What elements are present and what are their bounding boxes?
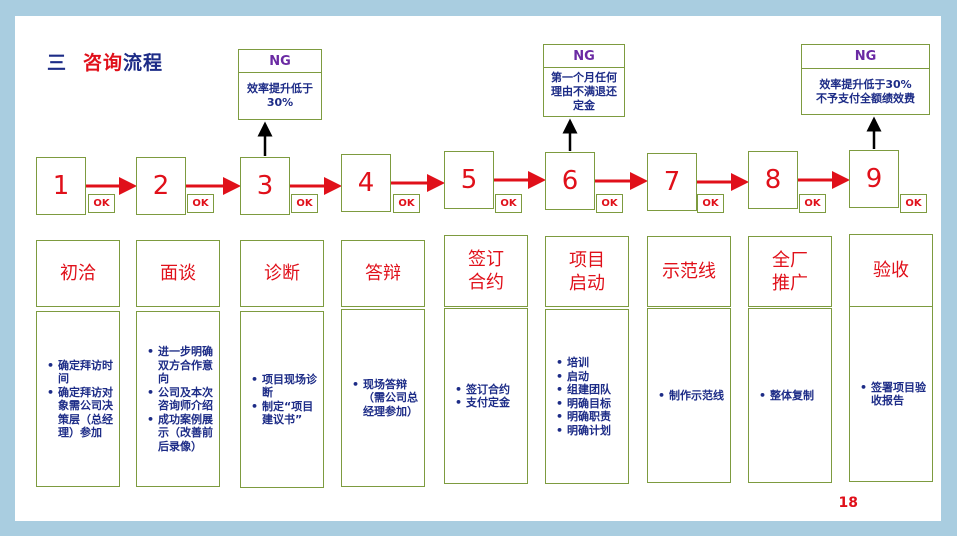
step-item: 项目现场诊断 <box>251 373 319 400</box>
step-name: 签订 合约 <box>468 249 504 293</box>
step-name-box: 答辩 <box>341 240 425 307</box>
ng-label-box: NG <box>801 44 930 69</box>
ng-condition-text: 效率提升低于30% <box>247 82 313 109</box>
ok-badge: OK <box>900 194 927 213</box>
page-number: 18 <box>838 495 858 511</box>
step-number: 6 <box>561 166 579 196</box>
step-name: 诊断 <box>264 263 300 284</box>
step-number: 7 <box>663 167 681 197</box>
step-item: 签订合约 <box>455 383 510 397</box>
ok-badge: OK <box>88 194 115 213</box>
step-number-box: 3 <box>240 157 290 215</box>
step-name-box: 示范线 <box>647 236 731 307</box>
step-item: 培训 <box>556 356 611 370</box>
step-item-list: 整体复制 <box>749 389 818 403</box>
ng-condition-box: 效率提升低于30% 不予支付全额绩效费 <box>801 68 930 115</box>
step-name-box: 诊断 <box>240 240 324 307</box>
ok-badge: OK <box>393 194 420 213</box>
step-item-list: 进一步明确双方合作意向公司及本次咨询师介绍成功案例展示（改善前后录像） <box>137 345 219 453</box>
step-number-box: 4 <box>341 154 391 212</box>
step-name-box: 全厂 推广 <box>748 236 832 307</box>
step-item-list: 现场答辩（需公司总经理参加） <box>342 378 424 419</box>
step-number-box: 7 <box>647 153 697 211</box>
ng-condition-text: 第一个月任何理由不满退还定金 <box>551 71 617 112</box>
step-name: 示范线 <box>662 261 716 282</box>
step-item: 制作示范线 <box>658 389 724 403</box>
step-number: 8 <box>764 165 782 195</box>
ng-condition-box: 效率提升低于30% <box>238 72 322 120</box>
ng-label-box: NG <box>238 49 322 73</box>
step-description-box: 项目现场诊断制定“项目建议书” <box>240 311 324 488</box>
step-number-box: 6 <box>545 152 595 210</box>
step-item: 签署项目验收报告 <box>860 381 928 408</box>
step-name: 初洽 <box>60 263 96 284</box>
step-item: 明确目标 <box>556 397 611 411</box>
step-item: 成功案例展示（改善前后录像） <box>147 413 215 454</box>
step-name: 项目 启动 <box>569 249 605 294</box>
step-item: 确定拜访时间 <box>47 359 115 386</box>
step-number-box: 2 <box>136 157 186 215</box>
step-item-list: 制作示范线 <box>648 389 728 403</box>
step-number-box: 8 <box>748 151 798 209</box>
step-number: 2 <box>152 171 170 201</box>
ok-badge: OK <box>697 194 724 213</box>
step-item: 进一步明确双方合作意向 <box>147 345 215 386</box>
step-number-box: 1 <box>36 157 86 215</box>
step-description-box: 制作示范线 <box>647 308 731 483</box>
step-number-box: 9 <box>849 150 899 208</box>
step-name: 面谈 <box>160 263 196 284</box>
step-number: 3 <box>256 171 274 201</box>
page-title: 三咨询流程 <box>47 48 163 75</box>
ok-badge: OK <box>291 194 318 213</box>
step-item: 启动 <box>556 370 611 384</box>
step-item-list: 签订合约支付定金 <box>445 383 514 410</box>
step-description-box: 整体复制 <box>748 308 832 483</box>
step-description-box: 签订合约支付定金 <box>444 308 528 484</box>
step-item: 制定“项目建议书” <box>251 400 319 427</box>
step-name-box: 签订 合约 <box>444 235 528 307</box>
step-description-box: 培训启动组建团队明确目标明确职责明确计划 <box>545 309 629 484</box>
step-name-box: 验收 <box>849 234 933 307</box>
step-number: 4 <box>357 168 375 198</box>
step-description-box: 确定拜访时间确定拜访对象需公司决策层（总经理）参加 <box>36 311 120 487</box>
step-item: 整体复制 <box>759 389 814 403</box>
step-description-box: 签署项目验收报告 <box>849 306 933 482</box>
step-item: 公司及本次咨询师介绍 <box>147 386 215 413</box>
step-description-box: 现场答辩（需公司总经理参加） <box>341 309 425 487</box>
connector-arrows <box>86 116 882 195</box>
ng-label-box: NG <box>543 44 625 68</box>
step-name-box: 初洽 <box>36 240 120 307</box>
step-number-box: 5 <box>444 151 494 209</box>
ok-badge: OK <box>495 194 522 213</box>
step-name-box: 项目 启动 <box>545 236 629 307</box>
ng-condition-text: 效率提升低于30% 不予支付全额绩效费 <box>816 77 915 105</box>
step-item: 明确计划 <box>556 424 611 438</box>
ng-condition-box: 第一个月任何理由不满退还定金 <box>543 67 625 117</box>
step-number: 1 <box>52 171 70 201</box>
step-name: 答辩 <box>365 263 401 284</box>
title-part2: 流程 <box>123 52 164 74</box>
step-name-box: 面谈 <box>136 240 220 307</box>
step-name: 全厂 推广 <box>772 249 808 294</box>
step-description-box: 进一步明确双方合作意向公司及本次咨询师介绍成功案例展示（改善前后录像） <box>136 311 220 487</box>
step-name: 验收 <box>873 260 909 281</box>
step-item-list: 培训启动组建团队明确目标明确职责明确计划 <box>546 356 615 437</box>
step-item: 明确职责 <box>556 410 611 424</box>
step-item: 支付定金 <box>455 396 510 410</box>
step-item-list: 项目现场诊断制定“项目建议书” <box>241 373 323 427</box>
step-item-list: 确定拜访时间确定拜访对象需公司决策层（总经理）参加 <box>37 359 119 440</box>
step-item-list: 签署项目验收报告 <box>850 381 932 408</box>
ok-badge: OK <box>596 194 623 213</box>
ok-badge: OK <box>799 194 826 213</box>
step-number: 5 <box>460 165 478 195</box>
title-number: 三 <box>47 52 68 74</box>
ok-badge: OK <box>187 194 214 213</box>
step-number: 9 <box>865 164 883 194</box>
step-item: 组建团队 <box>556 383 611 397</box>
title-part1: 咨询 <box>83 52 124 74</box>
step-item: 确定拜访对象需公司决策层（总经理）参加 <box>47 386 115 440</box>
step-item: 现场答辩（需公司总经理参加） <box>352 378 420 419</box>
